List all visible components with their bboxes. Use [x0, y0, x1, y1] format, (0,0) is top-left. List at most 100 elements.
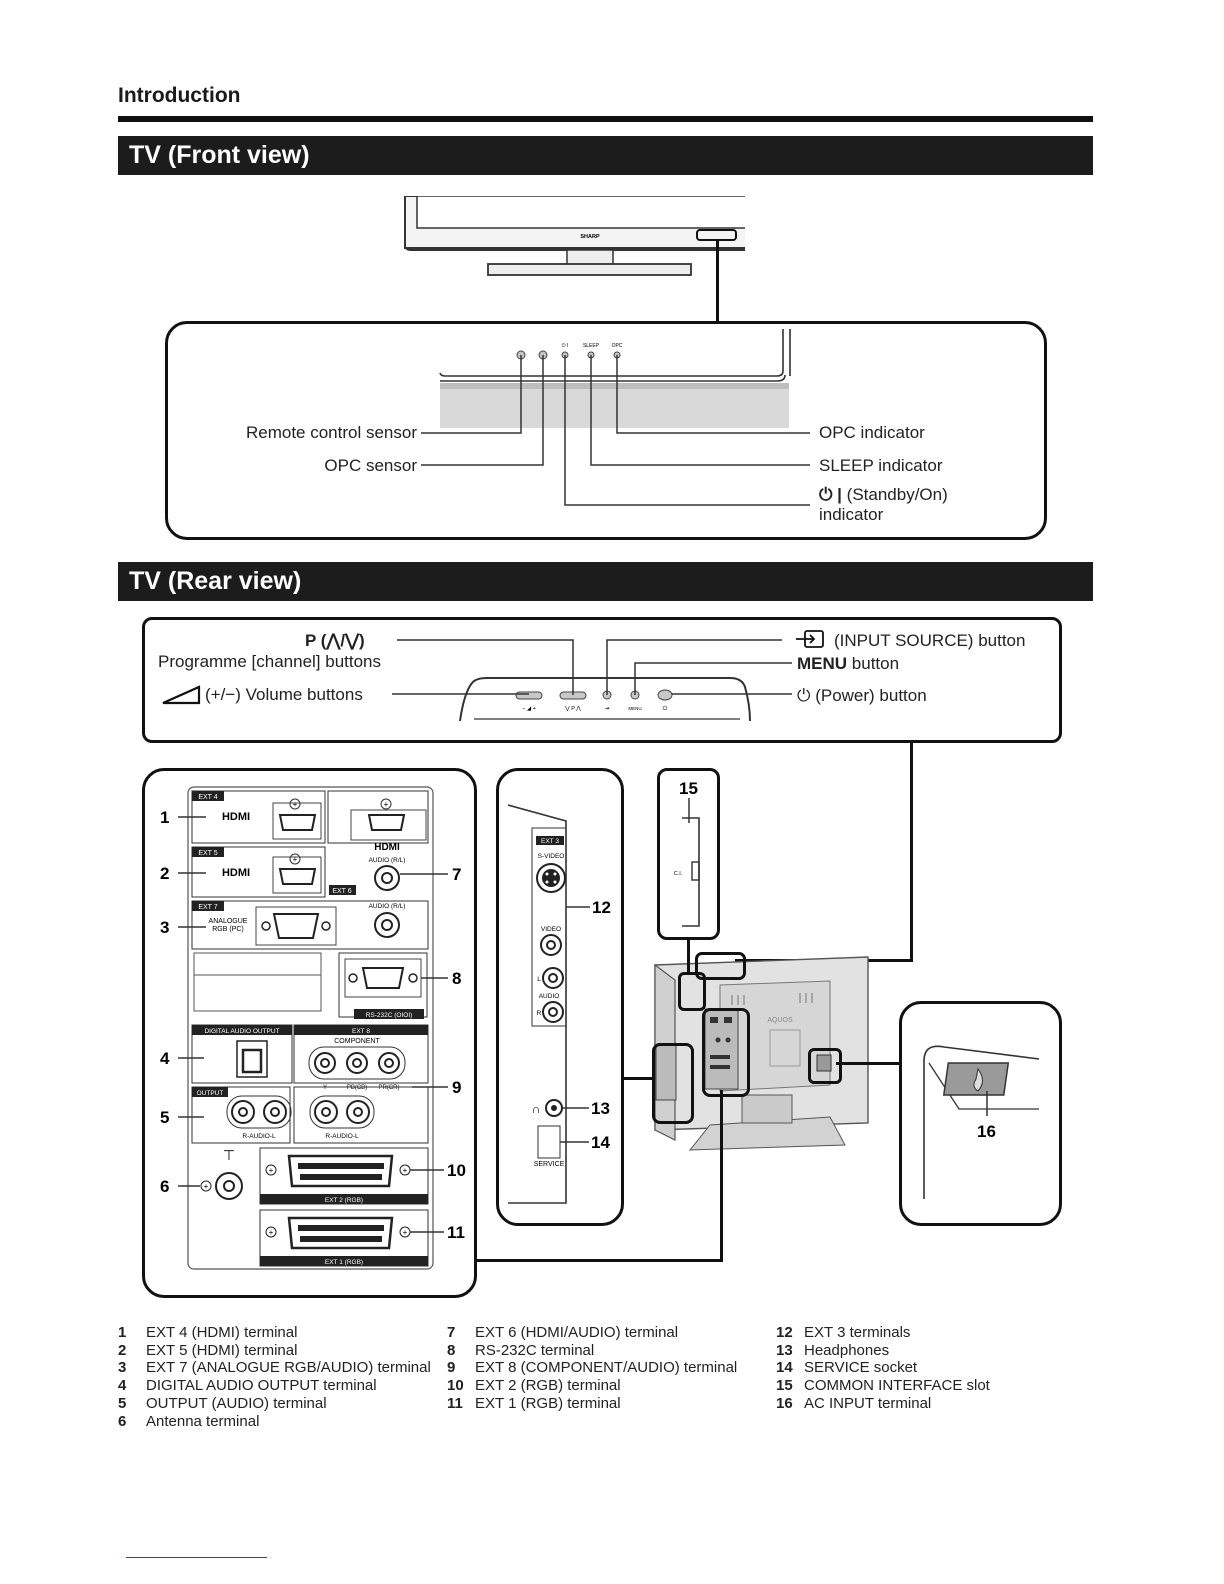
sleep-indicator-label: SLEEP indicator	[819, 456, 943, 475]
main-connector-h	[476, 1259, 723, 1262]
power-icon: ⏻ |	[819, 485, 842, 504]
svg-text:⏻: ⏻	[663, 705, 668, 712]
svg-text:RS-232C (OIOI): RS-232C (OIOI)	[366, 1012, 413, 1019]
svg-text:Y: Y	[323, 1085, 327, 1091]
callout-13: 13	[591, 1099, 610, 1118]
svg-text:R: R	[537, 1010, 542, 1017]
callout-1: 1	[160, 808, 169, 827]
callout-2: 2	[160, 864, 169, 883]
svg-text:+: +	[403, 1228, 408, 1237]
control-leader-lines	[392, 639, 792, 695]
opc-sensor-label: OPC sensor	[324, 456, 417, 475]
svg-text:HDMI: HDMI	[222, 811, 250, 823]
ac-connector	[836, 1062, 902, 1065]
svg-text:OUTPUT: OUTPUT	[197, 1090, 224, 1097]
power-icon: ⏻	[797, 686, 811, 705]
svg-text:VIDEO: VIDEO	[541, 926, 561, 933]
menu-button-label: MENU button	[797, 654, 900, 673]
front-connector-line	[716, 240, 719, 324]
svg-text:EXT 8: EXT 8	[352, 1028, 370, 1035]
remote-control-sensor-label: Remote control sensor	[245, 423, 417, 442]
panel-mark-sleep: SLEEP	[583, 343, 600, 349]
svg-text:R-AUDIO-L: R-AUDIO-L	[242, 1133, 276, 1140]
callout-16: 16	[977, 1122, 996, 1141]
rear-view-banner: TV (Rear view)	[118, 562, 1093, 601]
power-button-shape	[657, 689, 673, 701]
rear-highlight-ac	[808, 1048, 842, 1084]
svg-text:⋁ P ⋀: ⋁ P ⋀	[564, 705, 581, 712]
panel-mark-power: ⏻ I	[562, 343, 569, 349]
standby-indicator-label: ⏻ | (Standby/On) indicator	[819, 485, 948, 524]
front-indicator-panel	[165, 321, 1047, 540]
programme-buttons-label: Programme [channel] buttons	[158, 652, 382, 671]
page-section-title: Introduction	[118, 84, 241, 107]
svg-text:⇥: ⇥	[605, 706, 610, 712]
callout-14: 14	[591, 1133, 610, 1152]
ac-input-diagram: 16	[923, 1045, 1040, 1199]
svg-text:∩: ∩	[532, 1102, 541, 1116]
svg-text:− ◢ +: − ◢ +	[522, 706, 536, 712]
svg-text:COMPONENT: COMPONENT	[334, 1038, 380, 1045]
callout-10: 10	[447, 1161, 466, 1180]
front-indicator-diagram: ⏻ I SLEEP OPC	[421, 329, 810, 506]
svg-text:HDMI: HDMI	[222, 867, 250, 879]
volume-buttons-label: (+/−) Volume buttons	[205, 685, 363, 704]
svg-text:EXT 6: EXT 6	[332, 888, 351, 895]
front-leader-lines	[421, 355, 810, 506]
controls-connector-line	[910, 742, 913, 962]
svg-text:EXT 4: EXT 4	[198, 794, 217, 801]
rear-highlight-ci	[678, 972, 706, 1011]
ci-connector	[687, 938, 690, 974]
callout-4: 4	[160, 1049, 170, 1068]
svg-text:PB(CB): PB(CB)	[347, 1085, 367, 1091]
callout-7: 7	[452, 865, 461, 884]
rear-controls-diagram: − ◢ + ⋁ P ⋀ ⇥ MENU ⏻	[162, 630, 824, 722]
footer-underline	[126, 1557, 267, 1558]
rear-highlight-controls	[695, 952, 746, 980]
control-strip-outline	[459, 677, 751, 722]
svg-text:+: +	[204, 1182, 209, 1191]
opc-indicator-label: OPC indicator	[819, 423, 925, 442]
svg-text:EXT 2 (RGB): EXT 2 (RGB)	[325, 1197, 363, 1204]
svg-text:+: +	[293, 855, 298, 864]
rear-view-title: TV (Rear view)	[129, 567, 302, 595]
svg-text:+: +	[269, 1166, 274, 1175]
tv-brand-logo: SHARP	[580, 234, 600, 240]
callout-12: 12	[592, 898, 611, 917]
ac-input-panel	[899, 1001, 1062, 1226]
front-panel-bottom	[440, 374, 786, 382]
front-view-title: TV (Front view)	[129, 141, 310, 169]
svg-text:SERVICE: SERVICE	[534, 1161, 565, 1168]
rear-highlight-main	[702, 1008, 750, 1097]
svg-text:AUDIO (R/L): AUDIO (R/L)	[369, 903, 406, 910]
front-panel-outline	[439, 329, 791, 377]
svg-text:MENU: MENU	[628, 706, 641, 711]
main-connector-v	[720, 1090, 723, 1262]
svg-text:HDMI: HDMI	[374, 842, 400, 853]
programme-p-label: P (⋀/⋁)	[305, 631, 365, 650]
callout-15: 15	[679, 779, 698, 798]
svg-text:+: +	[269, 1228, 274, 1237]
side-terminal-diagram: EXT 3 S-VIDEO VIDEO L AUDIO R ∩ SERVICE …	[507, 804, 611, 1204]
svg-text:+: +	[384, 800, 389, 809]
svg-text:L: L	[537, 976, 541, 983]
svg-text:ANALOGUE: ANALOGUE	[209, 918, 248, 925]
svg-text:DIGITAL AUDIO OUTPUT: DIGITAL AUDIO OUTPUT	[204, 1028, 279, 1035]
ci-slot-diagram: 15 C.I.	[674, 779, 700, 927]
callout-5: 5	[160, 1108, 169, 1127]
